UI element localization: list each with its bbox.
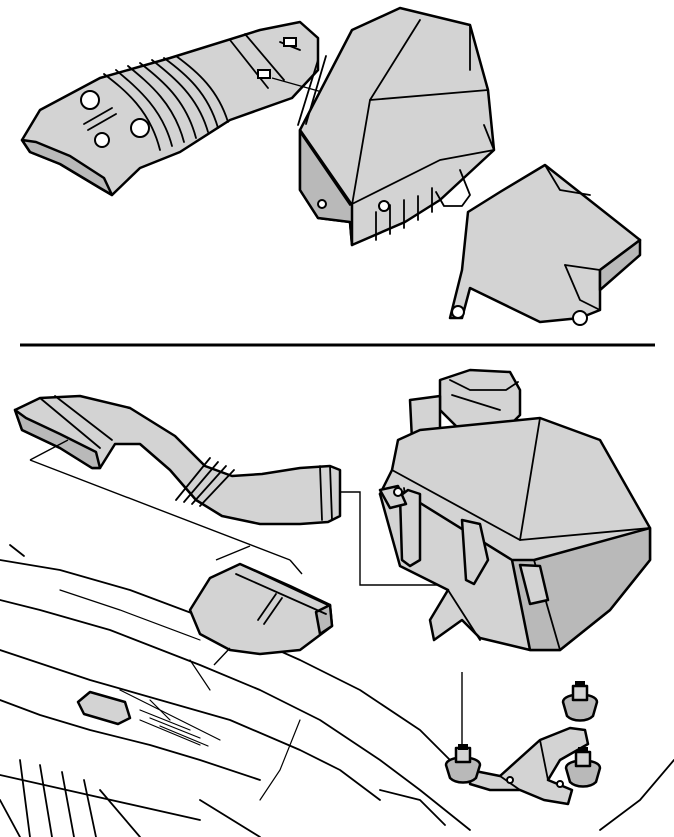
intake-duct	[20, 20, 320, 197]
mounting-bracket	[444, 681, 602, 806]
upper-panel	[20, 6, 642, 326]
lower-panel	[0, 368, 674, 837]
housing-cover-plate	[448, 163, 642, 326]
inlet-snorkel	[188, 562, 334, 666]
intake-hose	[13, 394, 342, 526]
air-filter-box	[378, 368, 652, 652]
air-filter-housing	[297, 6, 496, 247]
body-panel	[0, 544, 674, 837]
